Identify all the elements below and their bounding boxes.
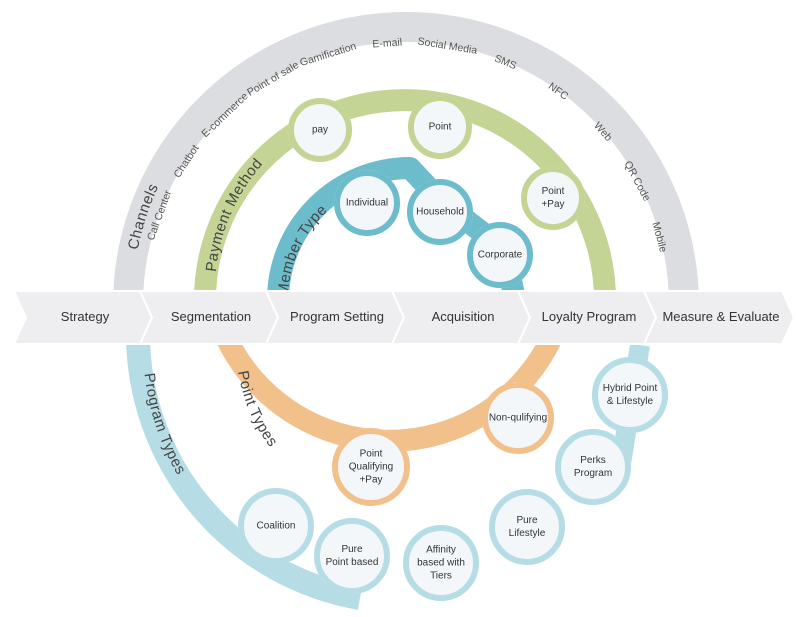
node-circle	[408, 95, 472, 159]
payment-method-arc-label: Payment Method	[203, 155, 266, 273]
node-label: based with	[417, 558, 465, 569]
process-step-label: Measure & Evaluate	[662, 309, 779, 324]
node-label: pay	[312, 125, 328, 136]
node-label: Perks	[580, 455, 606, 466]
member-type-node: Corporate	[467, 222, 533, 288]
node-circle	[592, 357, 668, 433]
program-type-node: Hybrid Point & Lifestyle	[592, 357, 668, 433]
node-label: Pure	[516, 515, 538, 526]
channel-label: E-mail	[372, 36, 403, 50]
program-types-arc	[126, 334, 363, 610]
process-step-label: Program Setting	[290, 309, 384, 324]
node-circle	[555, 429, 631, 505]
node-circle	[407, 179, 473, 245]
channels-band	[113, 12, 699, 306]
payment-method-node: Point +Pay	[521, 166, 585, 230]
node-circle	[238, 488, 314, 564]
node-circle	[332, 428, 410, 506]
node-label: Individual	[346, 198, 388, 209]
member-type-node: Individual	[334, 170, 400, 236]
node-label: & Lifestyle	[607, 396, 654, 407]
node-circle	[314, 518, 390, 594]
member-type-arc	[267, 157, 526, 303]
process-step-shape	[642, 290, 796, 345]
node-label: Non-qulifying	[489, 413, 547, 424]
node-label: Point	[429, 122, 452, 133]
process-step-label: Strategy	[61, 309, 110, 324]
node-circle	[334, 170, 400, 236]
node-label: Corporate	[478, 250, 523, 261]
node-label: Qualifying	[349, 462, 393, 473]
node-label: Household	[416, 207, 464, 218]
process-step-label: Acquisition	[432, 309, 495, 324]
node-circle	[467, 222, 533, 288]
node-circle	[403, 525, 479, 601]
point-type-node: Non-qulifying	[482, 382, 554, 454]
node-label: Point based	[326, 557, 379, 568]
node-label: Point	[542, 186, 565, 197]
node-label: +Pay	[541, 199, 564, 210]
program-type-node: Coalition	[238, 488, 314, 564]
node-label: Lifestyle	[509, 528, 546, 539]
node-label: Pure	[341, 544, 363, 555]
node-label: Point	[360, 449, 383, 460]
node-label: Affinity	[426, 545, 456, 556]
node-label: Hybrid Point	[603, 383, 658, 394]
process-step-label: Segmentation	[171, 309, 251, 324]
node-label: +Pay	[359, 475, 382, 486]
node-label: Program	[574, 468, 612, 479]
payment-method-node: Point	[408, 95, 472, 159]
payment-method-node: pay	[288, 98, 352, 162]
process-step-label: Loyalty Program	[542, 309, 637, 324]
node-circle	[489, 489, 565, 565]
node-label: Tiers	[430, 571, 452, 582]
node-label: Coalition	[257, 521, 296, 532]
node-circle	[288, 98, 352, 162]
member-type-node: Household	[407, 179, 473, 245]
node-circle	[521, 166, 585, 230]
process-steps: Strategy Segmentation Program Setting Acqui…	[12, 290, 796, 345]
node-circle	[482, 382, 554, 454]
